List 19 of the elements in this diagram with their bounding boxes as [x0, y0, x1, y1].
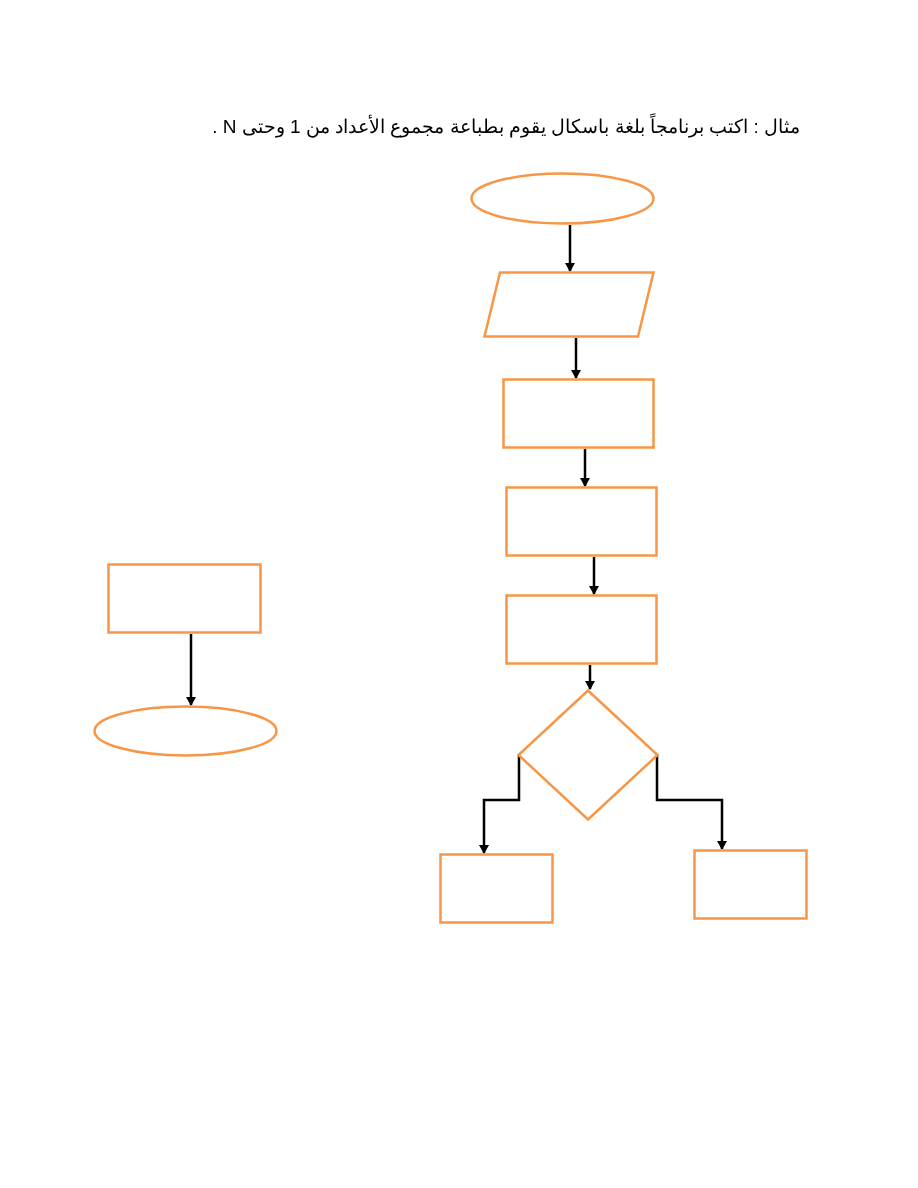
- arrow: [565, 225, 575, 272]
- process-box: [505, 486, 658, 557]
- arrow: [186, 634, 196, 706]
- terminal-ellipse: [93, 705, 278, 757]
- process-box: [439, 853, 554, 924]
- process-box: [502, 378, 655, 449]
- arrow: [580, 449, 590, 487]
- arrow: [479, 755, 521, 854]
- input-parallelogram: [483, 271, 655, 338]
- title: مثال : اكتب برنامجاً بلغة باسكال يقوم بطباعة مجموع الأعداد من 1 وحتى N .: [212, 115, 800, 138]
- decision-diamond: [517, 689, 659, 821]
- arrow: [655, 755, 727, 850]
- arrow: [585, 665, 595, 690]
- terminal-ellipse: [470, 172, 655, 225]
- process-box: [107, 563, 262, 634]
- arrow: [589, 557, 599, 595]
- process-box: [505, 594, 658, 665]
- process-box: [693, 849, 808, 920]
- arrow: [571, 338, 581, 379]
